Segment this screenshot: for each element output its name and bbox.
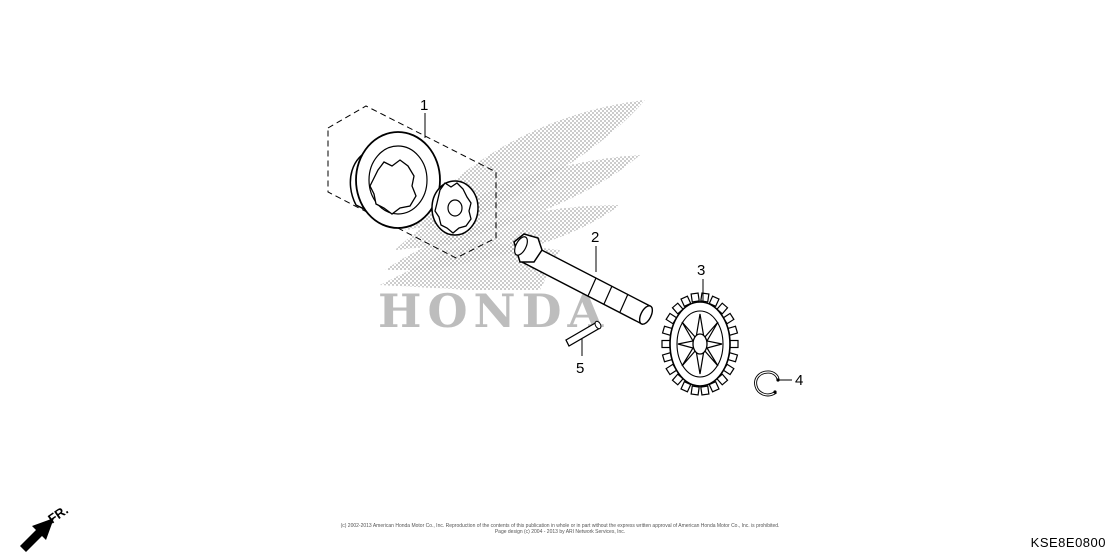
callout-label-1: 1	[420, 97, 428, 114]
honda-watermark-text: HONDA	[378, 284, 609, 338]
gear-tooth	[700, 385, 710, 396]
figure-code: KSE8E0800	[1030, 535, 1106, 550]
part-1-rotor-set	[327, 105, 497, 259]
gear-tooth	[690, 292, 700, 303]
callout-1: 1	[420, 97, 428, 138]
callout-label-5: 5	[576, 360, 584, 377]
gear-tooth	[661, 339, 671, 349]
callout-label-3: 3	[697, 262, 705, 279]
callout-5: 5	[576, 338, 584, 377]
callout-3: 3	[697, 262, 705, 302]
part-2-pump-shaft	[513, 233, 654, 325]
callout-label-4: 4	[795, 372, 803, 389]
copyright-line-2: Page design (c) 2004 - 2013 by ARI Netwo…	[494, 529, 626, 535]
outer-rotor	[349, 131, 441, 229]
gear-tooth	[729, 339, 739, 349]
gear-tooth	[690, 385, 700, 396]
inner-rotor	[431, 180, 479, 236]
callout-4: 4	[778, 372, 803, 389]
front-arrow-icon	[20, 518, 54, 552]
callout-2: 2	[591, 229, 599, 272]
part-4-snap-ring	[754, 370, 780, 397]
callout-label-2: 2	[591, 229, 599, 246]
rotor-set-dashed-box	[327, 105, 497, 259]
part-3-driven-gear	[661, 292, 739, 396]
copyright-line-1: (c) 2002-2013 American Honda Motor Co., …	[340, 523, 780, 529]
gear-tooth	[700, 292, 710, 303]
part-5-pin	[565, 320, 602, 347]
